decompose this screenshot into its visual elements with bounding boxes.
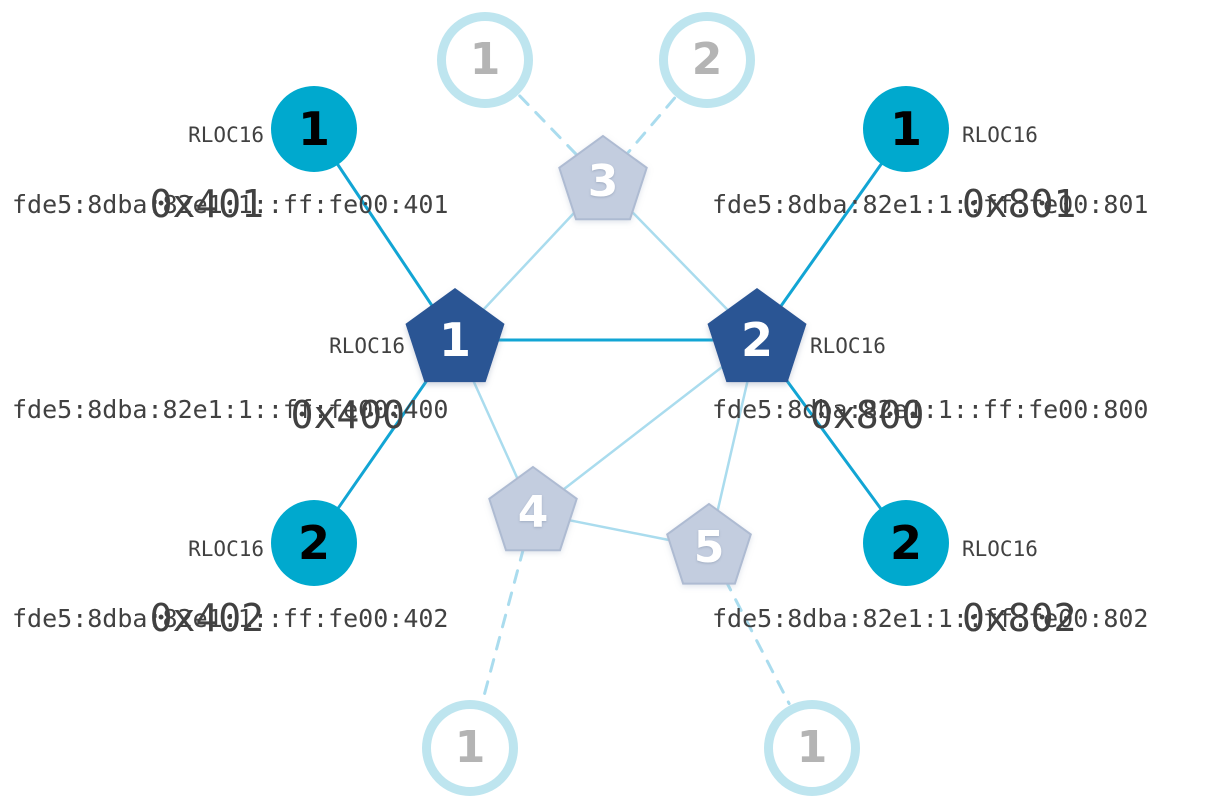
node-router-3[interactable] [558,134,648,221]
edge-router-400-to-router-3 [482,207,580,311]
ipv6-child-802: fde5:8dba:82e1:1::ff:fe00:802 [712,604,1149,633]
node-router-4[interactable] [488,465,578,552]
edge-child-801-to-router-800 [779,162,883,308]
node-glyph: 2 [297,516,330,570]
dashed-edges [481,94,791,706]
node-router-4-label: 4 [487,467,579,559]
label-child-802: RLOC16 0x802 [962,500,1212,676]
node-shapes [405,134,807,585]
node-router-5-label: 5 [665,504,753,592]
node-glyph: 1 [454,722,486,773]
edge-router-3-to-router-800 [627,207,730,312]
edge-router-4-to-router-800 [560,364,726,492]
node-ghost-top-2[interactable]: 2 [659,12,755,108]
node-glyph: 4 [517,487,549,538]
rloc16-caption: RLOC16 [810,334,886,358]
edge-router-4-to-ghost-bottom-left-1 [481,547,525,702]
edge-ghost-top-1-to-router-3 [518,94,579,158]
label-router-400: RLOC16 0x400 [155,297,405,473]
ipv6-child-801: fde5:8dba:82e1:1::ff:fe00:801 [712,190,1149,219]
node-router-800[interactable] [707,288,807,383]
edge-router-4-to-router-5 [567,518,676,543]
edge-router-5-to-ghost-bottom-right-1 [723,577,791,706]
edge-router-400-to-router-4 [470,376,520,481]
ipv6-child-402: fde5:8dba:82e1:1::ff:fe00:402 [12,604,449,633]
node-glyph: 1 [889,102,922,156]
node-glyph: 2 [691,34,723,85]
label-child-801: RLOC16 0x801 [962,86,1212,262]
node-glyph: 2 [889,516,922,570]
node-router-5[interactable] [666,502,752,585]
faint-edges [470,207,749,543]
ipv6-router-800: fde5:8dba:82e1:1::ff:fe00:800 [712,395,1149,424]
rloc16-value: 0x401 [149,182,264,226]
rloc16-caption: RLOC16 [962,537,1038,561]
rloc16-value: 0x402 [149,596,264,640]
strong-edges [336,162,883,510]
edge-child-802-to-router-800 [780,372,883,510]
node-ghost-bottom-right-1[interactable]: 1 [764,700,860,796]
ipv6-router-400: fde5:8dba:82e1:1::ff:fe00:400 [12,395,449,424]
label-child-402: RLOC16 0x402 [14,500,264,676]
node-glyph: 3 [587,156,619,207]
edge-child-401-to-router-400 [336,163,434,307]
rloc16-value: 0x802 [962,596,1077,640]
node-child-801[interactable]: 1 [863,86,949,172]
node-child-401[interactable]: 1 [271,86,357,172]
rloc16-caption: RLOC16 [188,123,264,147]
rloc16-caption: RLOC16 [962,123,1038,147]
node-glyph: 2 [740,313,773,367]
node-router-800-label: 2 [705,288,809,392]
node-glyph: 1 [796,722,828,773]
node-router-400[interactable] [405,288,505,383]
edge-ghost-top-2-to-router-3 [625,96,677,156]
label-child-401: RLOC16 0x401 [14,86,264,262]
node-child-802[interactable]: 2 [863,500,949,586]
node-router-400-label: 1 [403,288,507,392]
node-child-402[interactable]: 2 [271,500,357,586]
node-ghost-top-1[interactable]: 1 [437,12,533,108]
rloc16-value: 0x800 [810,393,925,437]
node-glyph: 1 [469,34,501,85]
node-router-3-label: 3 [557,136,649,228]
rloc16-caption: RLOC16 [329,334,405,358]
label-router-800: RLOC16 0x800 [810,297,1060,473]
node-glyph: 5 [693,522,725,573]
node-glyph: 1 [438,313,471,367]
edge-router-800-to-router-5 [715,379,749,515]
node-ghost-bottom-left-1[interactable]: 1 [422,700,518,796]
rloc16-value: 0x801 [962,182,1077,226]
ipv6-child-401: fde5:8dba:82e1:1::ff:fe00:401 [12,190,449,219]
node-glyph: 1 [297,102,330,156]
rloc16-value: 0x400 [290,393,405,437]
rloc16-caption: RLOC16 [188,537,264,561]
edge-child-402-to-router-400 [337,372,433,510]
